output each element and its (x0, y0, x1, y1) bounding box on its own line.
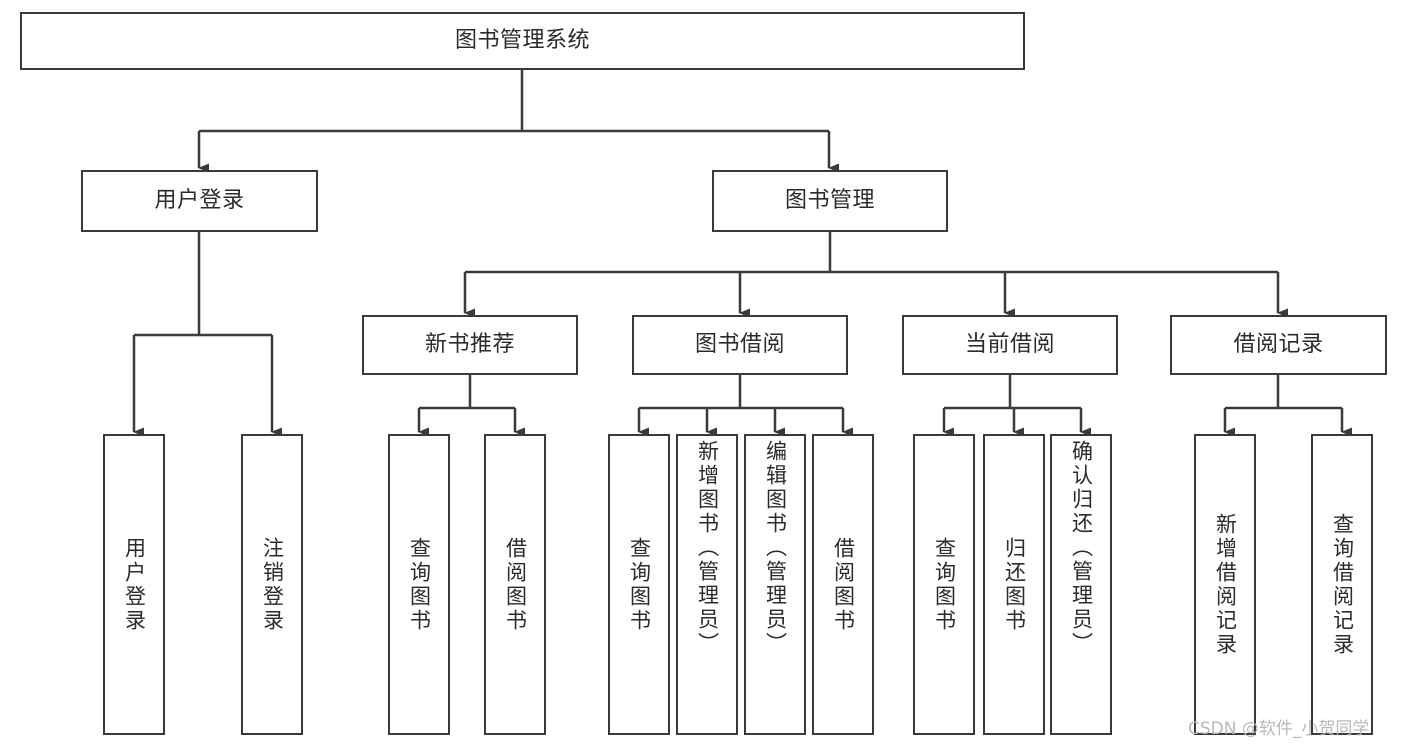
node-label-borrow-lend-book: 借阅图书 (831, 536, 856, 633)
node-user-login-leaf[interactable]: 用户登录 (103, 434, 165, 735)
node-label-borrow-edit-book: 编辑图书（管理员） (763, 440, 788, 656)
node-borrow-query-book[interactable]: 查询图书 (608, 434, 670, 735)
node-user-logout-leaf[interactable]: 注销登录 (241, 434, 303, 735)
node-label-user-logout-leaf: 注销登录 (260, 536, 285, 633)
node-label-current-confirm-return: 确认归还（管理员） (1069, 440, 1094, 656)
node-label-root: 图书管理系统 (454, 28, 590, 54)
node-record-add[interactable]: 新增借阅记录 (1194, 434, 1256, 735)
node-root[interactable]: 图书管理系统 (20, 12, 1025, 70)
node-borrow-edit-book[interactable]: 编辑图书（管理员） (744, 434, 806, 735)
node-recommend-query-book[interactable]: 查询图书 (388, 434, 450, 735)
node-label-current-query-book: 查询图书 (932, 536, 957, 633)
node-borrow-lend-book[interactable]: 借阅图书 (812, 434, 874, 735)
node-book-manage[interactable]: 图书管理 (712, 170, 948, 232)
node-user-login[interactable]: 用户登录 (81, 170, 318, 232)
node-label-record-query: 查询借阅记录 (1330, 512, 1355, 657)
node-label-recommend-query-book: 查询图书 (407, 536, 432, 633)
node-label-current-borrow: 当前借阅 (964, 332, 1055, 358)
node-book-borrow[interactable]: 图书借阅 (632, 315, 848, 375)
node-new-book-recommend[interactable]: 新书推荐 (362, 315, 578, 375)
node-label-borrow-record: 借阅记录 (1233, 332, 1324, 358)
node-current-borrow[interactable]: 当前借阅 (902, 315, 1118, 375)
node-recommend-borrow-book[interactable]: 借阅图书 (484, 434, 546, 735)
node-current-confirm-return[interactable]: 确认归还（管理员） (1050, 434, 1112, 735)
node-label-recommend-borrow-book: 借阅图书 (503, 536, 528, 633)
node-label-borrow-query-book: 查询图书 (627, 536, 652, 633)
node-current-return-book[interactable]: 归还图书 (983, 434, 1045, 735)
node-borrow-add-book[interactable]: 新增图书（管理员） (676, 434, 738, 735)
node-record-query[interactable]: 查询借阅记录 (1311, 434, 1373, 735)
node-label-record-add: 新增借阅记录 (1213, 512, 1238, 657)
node-borrow-record[interactable]: 借阅记录 (1170, 315, 1387, 375)
node-label-user-login-leaf: 用户登录 (122, 536, 147, 633)
node-label-user-login: 用户登录 (154, 188, 245, 214)
node-label-book-manage: 图书管理 (784, 188, 875, 214)
node-current-query-book[interactable]: 查询图书 (913, 434, 975, 735)
node-label-new-book-recommend: 新书推荐 (424, 332, 515, 358)
node-label-book-borrow: 图书借阅 (694, 332, 785, 358)
connector-group (132, 70, 1352, 437)
csdn-watermark: CSDN @软件_小贺同学 (1188, 719, 1370, 739)
node-label-current-return-book: 归还图书 (1002, 536, 1027, 633)
node-label-borrow-add-book: 新增图书（管理员） (695, 440, 720, 656)
